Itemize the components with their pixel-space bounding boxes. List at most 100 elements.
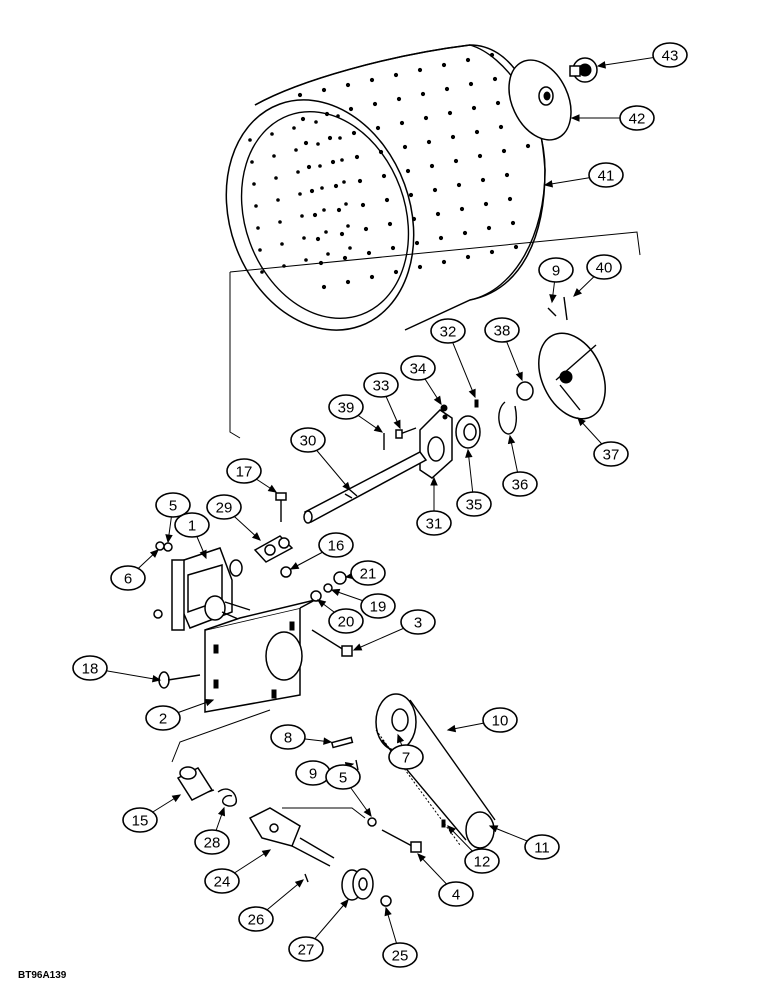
torsion-spring xyxy=(207,788,238,807)
drum-hole xyxy=(402,144,408,150)
bearing xyxy=(455,415,481,449)
drum-hole xyxy=(399,120,405,126)
drum-hole xyxy=(345,279,351,285)
callout-9: 9 xyxy=(538,257,574,283)
callout-number: 37 xyxy=(603,447,620,464)
leader-arrowhead xyxy=(323,737,333,745)
gearbox xyxy=(171,547,251,631)
callout-41: 41 xyxy=(588,162,624,188)
drum-hole xyxy=(408,192,414,198)
callout-number: 16 xyxy=(328,538,345,555)
drum-hole xyxy=(444,86,450,92)
leader-arrowhead xyxy=(204,699,215,707)
callout-number: 8 xyxy=(284,730,292,747)
drum-hole xyxy=(411,216,417,222)
drum-inner-hole xyxy=(260,270,264,274)
drum-inner-hole xyxy=(322,208,326,212)
drum-hole xyxy=(363,226,369,232)
drum-hole xyxy=(417,67,423,73)
drum-hole xyxy=(369,274,375,280)
nut-34 xyxy=(440,404,448,412)
drum-hole xyxy=(300,116,306,122)
leader-arrowhead xyxy=(261,849,272,858)
bolt-4 xyxy=(381,829,422,853)
nut-6a xyxy=(155,541,165,551)
callout-number: 9 xyxy=(552,263,560,280)
leader-arrowhead xyxy=(430,476,438,486)
callout-bubble xyxy=(318,532,354,558)
callout-bubble xyxy=(593,441,629,467)
leader-arrowhead xyxy=(289,562,300,570)
drum-hole xyxy=(414,240,420,246)
drum-hole xyxy=(393,72,399,78)
drum-hole xyxy=(447,110,453,116)
callout-6: 6 xyxy=(110,565,146,591)
drum-hole xyxy=(504,172,510,178)
drum-hole xyxy=(489,52,495,58)
cotter-26 xyxy=(304,873,309,883)
drum-hole xyxy=(474,129,480,135)
callout-37: 37 xyxy=(593,441,629,467)
leader-arrowhead xyxy=(340,899,349,909)
leader-arrowhead xyxy=(515,371,523,382)
callout-bubble xyxy=(350,560,386,586)
callout-26: 26 xyxy=(238,906,274,932)
callout-bubble xyxy=(174,512,210,538)
end-disc xyxy=(508,59,572,141)
callout-bubble xyxy=(145,705,181,731)
callout-number: 38 xyxy=(494,323,511,340)
callout-number: 3 xyxy=(414,615,422,632)
leader-arrowhead xyxy=(373,424,384,433)
callout-bubble xyxy=(226,458,262,484)
drum-hole xyxy=(453,158,459,164)
drum-inner-hole xyxy=(278,220,282,224)
drum-hole xyxy=(390,245,396,251)
callout-43: 43 xyxy=(652,42,688,68)
drum-hole xyxy=(339,231,345,237)
leader-arrowhead xyxy=(397,733,405,744)
drum-hole xyxy=(501,148,507,154)
drum-inner-hole xyxy=(248,138,252,142)
mounting-bracket xyxy=(204,599,316,713)
callout-number: 21 xyxy=(360,566,377,583)
drum-hole xyxy=(483,201,489,207)
callout-number: 24 xyxy=(214,874,231,891)
callout-5: 5 xyxy=(325,764,361,790)
callout-11: 11 xyxy=(524,834,560,860)
callout-number: 25 xyxy=(392,948,409,965)
drum-hole xyxy=(417,264,423,270)
callout-3: 3 xyxy=(400,609,436,635)
callout-number: 32 xyxy=(440,324,457,341)
callout-21: 21 xyxy=(350,560,386,586)
callout-bubble xyxy=(72,655,108,681)
leader-arrowhead xyxy=(577,417,586,427)
nut-21 xyxy=(333,571,347,585)
drum-hole xyxy=(321,87,327,93)
snap-ring-36 xyxy=(498,401,517,435)
leader-arrowhead xyxy=(433,395,442,406)
drum-inner-hole xyxy=(294,148,298,152)
callout-number: 35 xyxy=(466,497,483,514)
leader-arrowhead xyxy=(316,599,327,608)
leader-arrowhead xyxy=(543,180,554,188)
callout-bubble xyxy=(363,372,399,398)
drum-inner-hole xyxy=(292,126,296,130)
drum-hole xyxy=(525,143,531,149)
leader-arrowhead xyxy=(465,448,473,458)
callout-16: 16 xyxy=(318,532,354,558)
callout-number: 36 xyxy=(512,477,529,494)
leader-arrowhead xyxy=(352,643,363,651)
leader-arrowhead xyxy=(199,549,207,560)
drum-hole xyxy=(306,164,312,170)
drum-inner-hole xyxy=(250,160,254,164)
drum-hole xyxy=(324,111,330,117)
drum-inner-hole xyxy=(318,164,322,168)
drum-inner-hole xyxy=(324,230,328,234)
leader-arrowhead xyxy=(330,588,341,597)
callout-20: 20 xyxy=(328,608,364,634)
callout-bubble xyxy=(204,868,240,894)
cotter-pin-9 xyxy=(547,307,557,317)
callout-42: 42 xyxy=(619,105,655,131)
callout-bubble xyxy=(619,105,655,131)
callout-bubble xyxy=(360,593,396,619)
